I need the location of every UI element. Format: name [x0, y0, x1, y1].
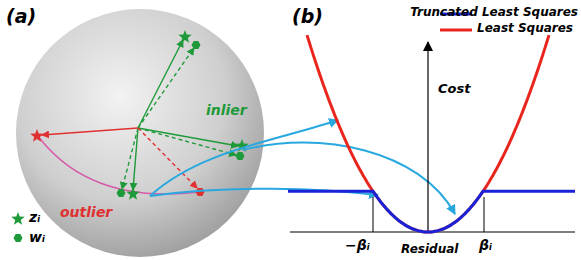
star-marker [11, 212, 24, 225]
legend-line-ls [440, 29, 472, 32]
hex-marker [14, 234, 23, 242]
legend-text: Least Squares [477, 22, 573, 35]
threshold-label: βᵢ [478, 238, 493, 253]
inlier-label: inlier [206, 103, 247, 118]
outlier-label: outlier [60, 205, 112, 220]
star-marker [126, 187, 139, 200]
hex-marker [236, 152, 245, 160]
star-marker [178, 30, 191, 43]
panel-label: (a) [6, 6, 36, 27]
outlier-arc [38, 136, 200, 194]
cost-axis [427, 42, 428, 232]
beta-tick [373, 197, 374, 232]
beta-tick [484, 197, 485, 232]
sphere [16, 9, 264, 257]
panel-label: (b) [292, 6, 323, 27]
pointer-arrows [150, 120, 455, 214]
threshold-label: −βᵢ [344, 238, 371, 253]
truncated-least-squares-curve [288, 191, 575, 232]
legend-text: wᵢ [29, 230, 45, 245]
legend-text: Truncated Least Squares [410, 6, 578, 19]
axis-label: Cost [438, 82, 470, 96]
legend-text: zᵢ [29, 210, 40, 225]
star-marker [30, 129, 43, 142]
hex-marker [117, 189, 126, 197]
hex-marker [192, 41, 201, 49]
least-squares-curve [307, 35, 549, 232]
axis-label: Residual [400, 243, 459, 256]
